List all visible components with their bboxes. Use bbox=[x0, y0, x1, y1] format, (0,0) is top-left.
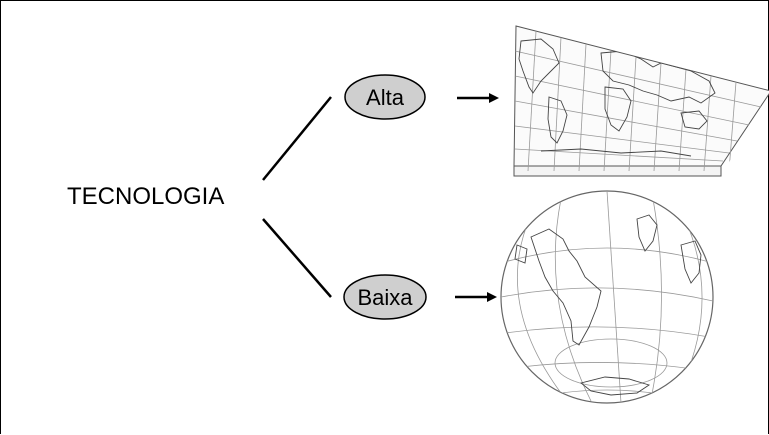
globe-projection-image bbox=[500, 190, 714, 404]
flat-map-projection-image bbox=[513, 25, 769, 177]
branch-label-baixa: Baixa bbox=[357, 285, 413, 310]
connector-to-baixa bbox=[262, 218, 332, 298]
branch-node-baixa: Baixa bbox=[343, 274, 427, 320]
node-ellipse bbox=[344, 74, 426, 120]
node-ellipse bbox=[343, 274, 427, 320]
branch-label-alta: Alta bbox=[366, 85, 405, 110]
branch-node-alta: Alta bbox=[344, 74, 426, 120]
arrow-alta bbox=[457, 93, 499, 103]
arrow-baixa bbox=[455, 292, 497, 302]
root-label: TECNOLOGIA bbox=[67, 183, 224, 210]
connector-to-alta bbox=[262, 96, 332, 181]
